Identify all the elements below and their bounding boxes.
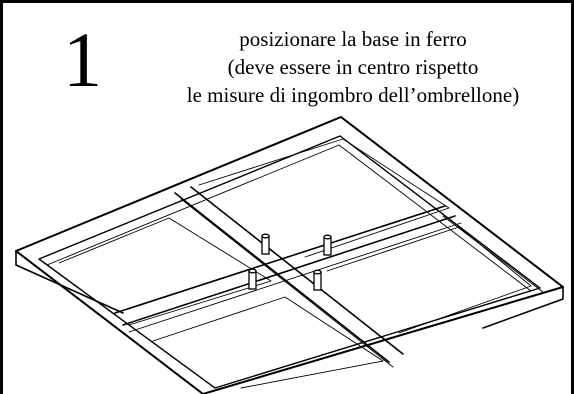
- pin-back-right: [323, 234, 332, 256]
- pin-back-left: [261, 233, 270, 255]
- frame-inner-shadow: [46, 144, 532, 292]
- step-number: 1: [63, 16, 102, 103]
- crossbar-b-edge-2: [114, 205, 446, 314]
- crossbar-a-edge-3: [180, 198, 394, 368]
- pin-front-right: [313, 269, 322, 291]
- frame-inner-edge: [442, 215, 544, 293]
- frame-inner-rim: [38, 135, 541, 389]
- crossbar-a-edge-2: [190, 186, 404, 355]
- iron-base-illustration: [15, 116, 564, 394]
- crossbar-b-edge-1: [122, 215, 456, 326]
- panel-back: [198, 138, 450, 258]
- crossbar-a-edge-1: [174, 192, 390, 363]
- step-instructions: posizionare la base in ferro (deve esser…: [143, 25, 563, 109]
- instruction-line-1: posizionare la base in ferro: [239, 27, 467, 51]
- panel-left: [58, 217, 272, 326]
- frame-left-side: [15, 250, 124, 314]
- instruction-line-3: le misure di ingombro dell’ombrellone): [186, 83, 520, 107]
- panel-right: [326, 226, 532, 334]
- frame-outer-rim: [15, 116, 564, 394]
- instruction-line-2: (deve essere in centro rispetto: [227, 55, 479, 79]
- frame-right-side: [482, 286, 564, 329]
- panel-front: [152, 296, 384, 389]
- crossbar-b-edge-3: [128, 222, 462, 333]
- pin-front-left: [248, 268, 257, 290]
